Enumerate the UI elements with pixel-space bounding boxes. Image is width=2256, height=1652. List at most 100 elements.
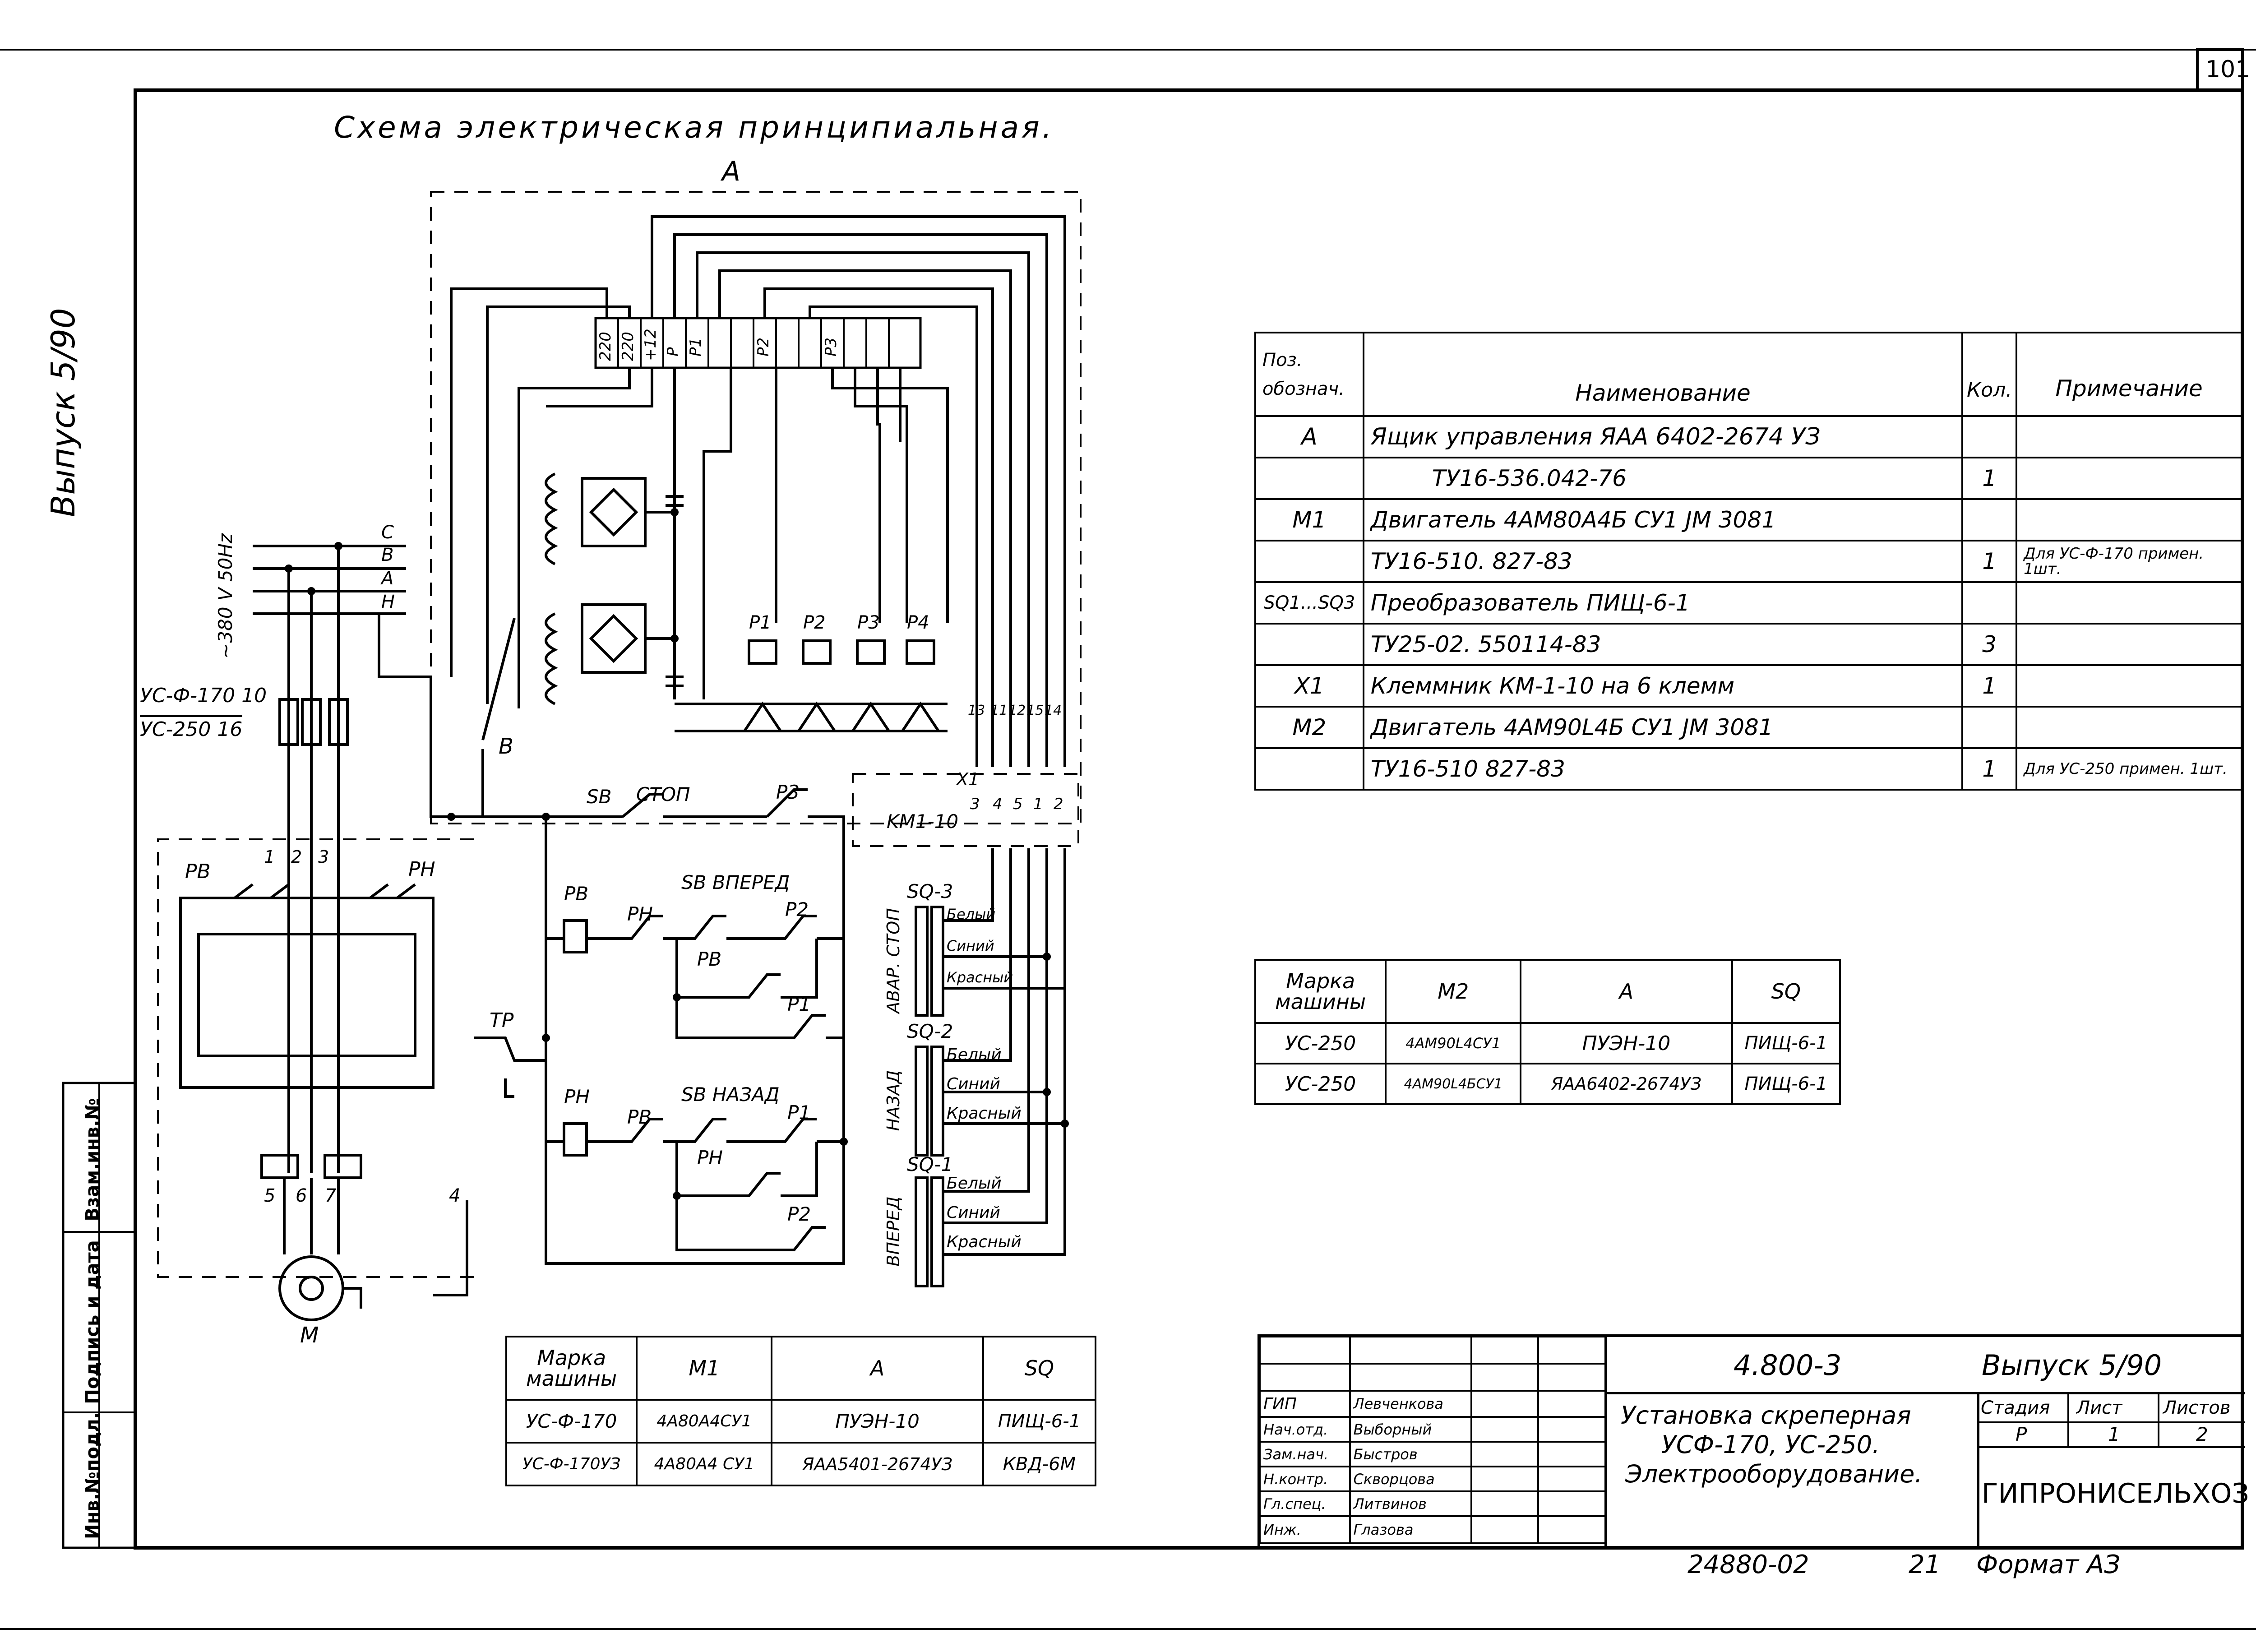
- relay-p2-label: P2: [803, 612, 826, 633]
- contact-number: 1: [264, 847, 275, 867]
- x1-number: 2: [1054, 795, 1063, 813]
- contactor-rv-label: PB: [185, 860, 211, 883]
- phase-a-label: A: [381, 568, 394, 589]
- machine-header-brand: Марка машины: [1254, 959, 1387, 1024]
- role-cell: Гл.спец.: [1259, 1490, 1351, 1517]
- sheets-header: Листов: [2163, 1397, 2231, 1418]
- p1-contact-label-2: P1: [787, 1101, 811, 1124]
- rn-coil-label: PH: [564, 1086, 590, 1108]
- phase-b-label: B: [381, 545, 394, 565]
- spec-cell: [1254, 747, 1364, 791]
- machine-header-a: A: [771, 1336, 984, 1401]
- wire-number: 14: [1045, 703, 1062, 718]
- stamp-vzam-inv: Взам.инв.№: [82, 1098, 103, 1222]
- title-line-3: Электрооборудование.: [1625, 1460, 1923, 1488]
- rv-hold-label: PB: [697, 948, 722, 970]
- machine-cell: ПИЩ-6-1: [1731, 1063, 1841, 1105]
- sensor-wire-blue: Синий: [947, 1075, 1000, 1093]
- machine-header-a: A: [1520, 959, 1733, 1024]
- machine-header-brand: Марка машины: [505, 1336, 638, 1401]
- p3-contact-label: P3: [776, 781, 800, 803]
- fuse-label-top: УС-Ф-170 10: [140, 684, 267, 707]
- sensor-sq1-label: ВПЕРЕД: [883, 1196, 903, 1267]
- spec-cell: ТУ16-510. 827-83: [1362, 540, 1964, 583]
- machine-header-m2: M2: [1385, 959, 1522, 1024]
- spec-cell: 3: [1961, 623, 2018, 666]
- machine-cell: ПУЭН-10: [771, 1399, 984, 1444]
- machine-cell: ПУЭН-10: [1520, 1022, 1733, 1064]
- spec-header-note: Примечание: [2016, 332, 2242, 417]
- spec-cell: [1961, 706, 2018, 749]
- machine-cell: УС-Ф-170: [505, 1399, 638, 1444]
- sheets-value: 2: [2196, 1423, 2208, 1445]
- spec-cell: Двигатель 4АМ90L4Б СУ1 ЈМ 3081: [1362, 706, 1964, 749]
- machine-cell: КВД-6М: [982, 1442, 1097, 1486]
- x1-number: 5: [1013, 795, 1023, 813]
- contact-number: 2: [291, 847, 302, 867]
- machine-header-m1: M1: [636, 1336, 773, 1401]
- spec-cell: Для УС-250 примен. 1шт.: [2016, 747, 2242, 791]
- machine-cell: 4А80А4СУ1: [636, 1399, 773, 1444]
- stop-label: СТОП: [636, 783, 690, 805]
- phase-c-label: C: [381, 522, 394, 543]
- signature-cell: [1470, 1416, 1539, 1443]
- machine-cell: ПИЩ-6-1: [982, 1399, 1097, 1444]
- machine-cell: ЯАА5401-2674УЗ: [771, 1442, 984, 1486]
- name-cell: Выборный: [1349, 1416, 1472, 1443]
- spec-header-pos: Поз. обознач.: [1254, 332, 1364, 417]
- spec-cell: Клеммник КМ-1-10 на 6 клемм: [1362, 664, 1964, 708]
- x1-number: 3: [970, 795, 980, 813]
- sensor-sq3-label: АВАР. СТОП: [883, 908, 903, 1013]
- spec-cell: [1961, 581, 2018, 625]
- box-a-label: A: [722, 156, 741, 187]
- title-block-signatures: ГИП Левченкова Нач.отд. Выборный Зам.нач…: [1259, 1336, 1606, 1544]
- terminal-label: 220: [619, 332, 637, 361]
- spec-header-qty: Кол.: [1961, 332, 2018, 417]
- x1-label: X1: [957, 769, 980, 789]
- spec-cell: Двигатель 4АМ80А4Б СУ1 ЈМ 3081: [1362, 498, 1964, 541]
- spec-table: Поз. обознач. Наименование Кол. Примечан…: [1254, 332, 2242, 791]
- role-cell: Инж.: [1259, 1515, 1351, 1544]
- footer-number: 24880-02: [1687, 1550, 1809, 1579]
- machine-cell: ЯАА6402-2674УЗ: [1520, 1063, 1733, 1105]
- rn-hold-label: PH: [697, 1147, 723, 1169]
- motor-label: M: [300, 1323, 319, 1348]
- spec-header-name: Наименование: [1362, 332, 1964, 417]
- spec-cell: [2016, 457, 2242, 500]
- stamp-signature-date: Подпись и дата: [82, 1240, 103, 1404]
- spec-cell: X1: [1254, 664, 1364, 708]
- spec-cell: 1: [1961, 664, 2018, 708]
- terminal-4-label: 4: [449, 1185, 461, 1206]
- machine-cell: 4АМ90L4СУ1: [1385, 1022, 1522, 1064]
- sb-back-label: SB НАЗАД: [681, 1083, 780, 1106]
- sensor-sq2-label: НАЗАД: [883, 1070, 903, 1131]
- spec-cell: SQ1...SQ3: [1254, 581, 1364, 625]
- sb-forward-label: SB ВПЕРЕД: [681, 871, 790, 893]
- motor-terminal-label: 7: [325, 1185, 337, 1206]
- machine-cell: УС-250: [1254, 1063, 1387, 1105]
- organization-name: ГИПРОНИСЕЛЬХОЗ: [1982, 1478, 2249, 1509]
- title-line-2: УСФ-170, УС-250.: [1661, 1430, 1880, 1459]
- footer-format: Формат АЗ: [1976, 1550, 2121, 1579]
- sensor-wire-blue: Синий: [947, 1203, 1000, 1222]
- terminal-label: P1: [687, 337, 705, 356]
- page-title: Схема электрическая принципиальная.: [334, 110, 1054, 145]
- sensor-wire-white: Белый: [947, 906, 996, 923]
- spec-cell: [2016, 623, 2242, 666]
- rv-coil-label: PB: [564, 883, 589, 905]
- machine-cell: УС-Ф-170УЗ: [505, 1442, 638, 1486]
- contactor-rn-label: PH: [408, 858, 435, 881]
- spec-cell: Ящик управления ЯАА 6402-2674 УЗ: [1362, 415, 1964, 458]
- sensor-wire-red: Красный: [947, 969, 1013, 986]
- spec-cell: Для УС-Ф-170 примен. 1шт.: [2016, 540, 2242, 583]
- spec-cell: [1254, 457, 1364, 500]
- spec-cell: [1254, 540, 1364, 583]
- spec-cell: [1961, 498, 2018, 541]
- spec-cell: [1254, 623, 1364, 666]
- spec-cell: ТУ16-510 827-83: [1362, 747, 1964, 791]
- title-line-1: Установка скреперная: [1621, 1401, 1911, 1430]
- relay-p4-label: P4: [907, 612, 929, 633]
- spec-cell: A: [1254, 415, 1364, 458]
- signature-cell: [1470, 1466, 1539, 1492]
- spec-cell: [2016, 498, 2242, 541]
